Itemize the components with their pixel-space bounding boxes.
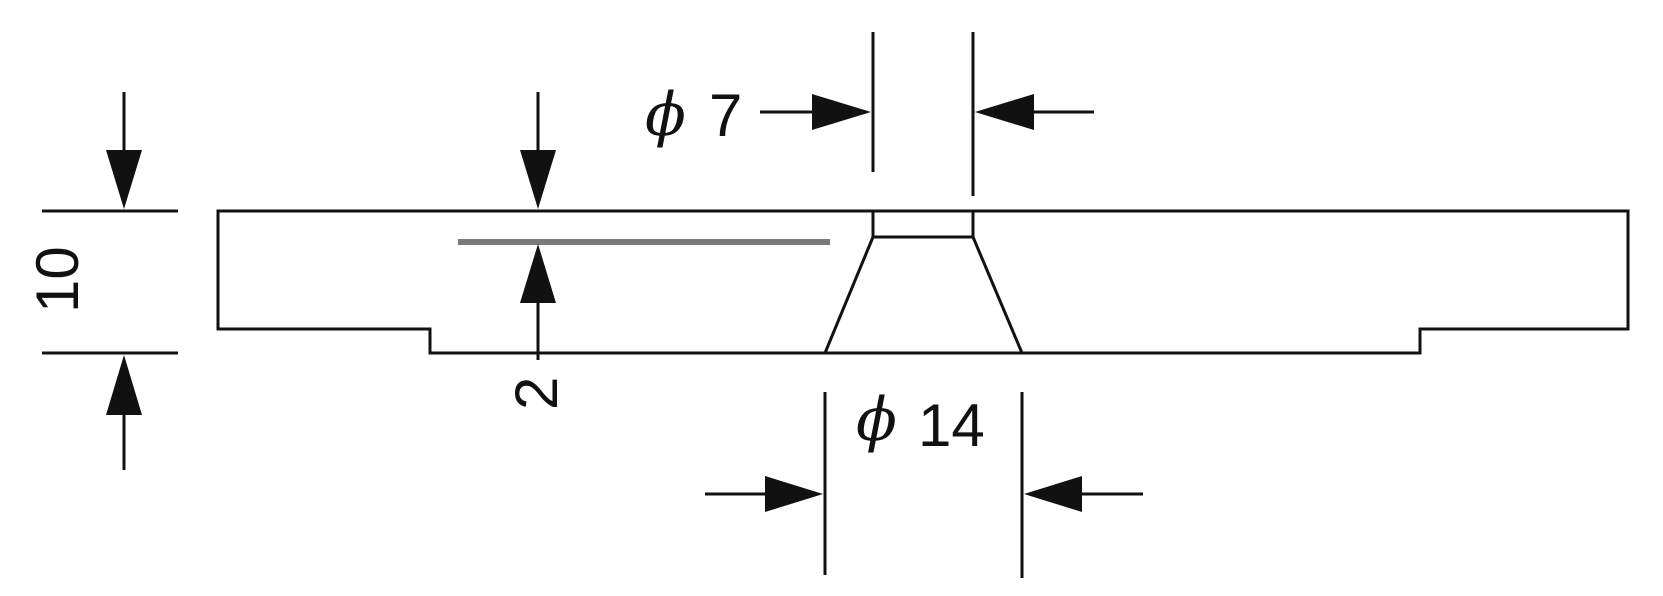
dimension-bottom-diameter: ϕ 14 [705,385,1143,578]
thickness-label: 10 [24,246,91,313]
hole-cone-right [971,236,1024,354]
plate-outline [216,209,1630,355]
dimension-top-diameter: ϕ 7 [645,32,1094,196]
top-diameter-value: 7 [709,82,742,149]
dimension-thickness: 10 [24,92,178,470]
arrow-right-icon [765,476,823,512]
arrow-down-icon [520,150,556,209]
dimension-step-depth: 2 [503,92,570,410]
arrow-right-icon [812,94,871,130]
arrow-up-icon [520,244,556,303]
bottom-diameter-value: 14 [918,392,985,459]
top-diameter-symbol: ϕ [645,80,686,150]
step-depth-label: 2 [503,377,570,410]
bottom-diameter-symbol: ϕ [856,385,897,455]
hole-top-bore [871,209,975,239]
arrow-down-icon [106,150,142,209]
arrow-up-icon [106,355,142,415]
tapered-hole [823,209,1024,355]
arrow-left-icon [975,94,1034,130]
hole-cone-left [823,236,875,354]
arrow-left-icon [1024,476,1082,512]
